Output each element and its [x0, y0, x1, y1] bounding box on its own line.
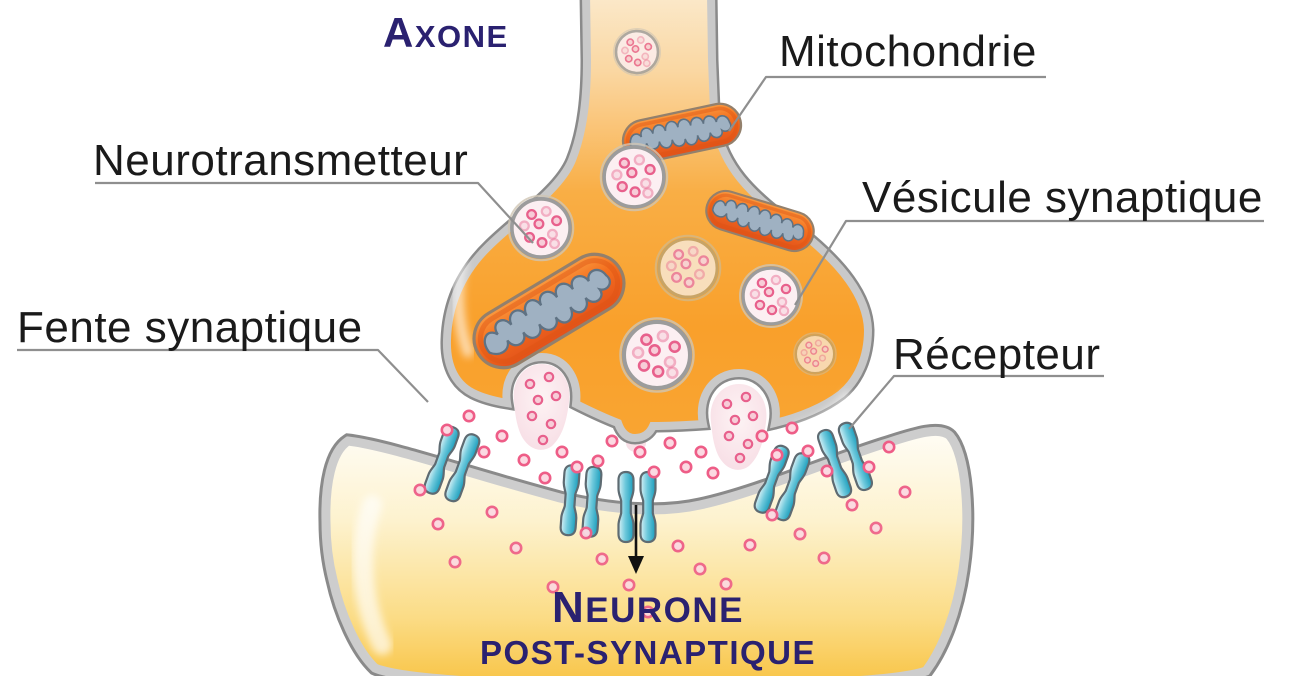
- postsynaptic-neuron: [318, 423, 975, 676]
- leader-recepteur: [848, 374, 1104, 430]
- label-axone: AXONE: [383, 9, 509, 56]
- synaptic-vesicle: [601, 144, 667, 210]
- leader-fente: [17, 348, 429, 403]
- fusing-vesicle: [513, 364, 570, 450]
- synaptic-vesicle: [794, 333, 836, 375]
- label-vesicule-synaptique: Vésicule synaptique: [862, 173, 1263, 222]
- leader-lines: [17, 75, 1264, 430]
- label-recepteur: Récepteur: [893, 330, 1101, 379]
- synaptic-vesicle: [740, 265, 802, 327]
- axon-terminal: [440, 0, 875, 470]
- postsynaptic-cytoplasm: [321, 426, 972, 676]
- label-neurone-line1: NEURONE: [552, 583, 744, 632]
- label-mitochondrie: Mitochondrie: [779, 27, 1037, 76]
- cell-highlight: [353, 495, 392, 655]
- fusing-vesicle: [710, 384, 767, 470]
- leader-neurotransmetteur: [95, 181, 534, 244]
- label-neurotransmetteur: Neurotransmetteur: [93, 136, 468, 185]
- signal-arrow: [628, 505, 644, 574]
- bulb-highlight-right: [792, 390, 852, 433]
- label-fente-synaptique: Fente synaptique: [17, 303, 363, 352]
- bulb-highlight-left: [452, 256, 474, 358]
- labels: AXONE Mitochondrie Neurotransmetteur Vés…: [17, 9, 1263, 671]
- leader-vesicule: [794, 219, 1264, 306]
- label-neurone-line2: POST-SYNAPTIQUE: [480, 634, 816, 671]
- synaptic-vesicle: [614, 29, 661, 76]
- synaptic-vesicle: [620, 318, 693, 391]
- synaptic-vesicle: [656, 236, 720, 300]
- leader-mitochondrie: [728, 75, 1046, 132]
